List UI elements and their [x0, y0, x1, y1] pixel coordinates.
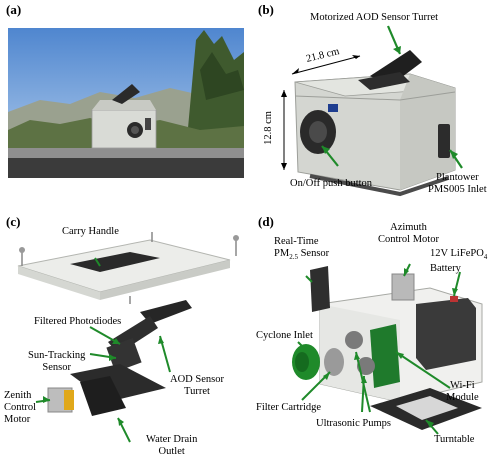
enclosure-drawing — [281, 25, 463, 197]
battery-line2: Battery — [430, 263, 461, 275]
filter-label: Filter Cartridge — [256, 402, 322, 413]
drain-line1: Water Drain — [146, 434, 198, 445]
azimuth-line2: Control Motor — [378, 234, 439, 245]
battery-label: 12V LiFePO4 Battery — [430, 248, 487, 275]
pm-line1: Real-Time — [274, 236, 319, 247]
azimuth-line1: Azimuth — [390, 222, 427, 233]
drain-line2: Outlet — [158, 446, 185, 457]
internals-drawing — [292, 263, 483, 435]
pump-shape-2 — [345, 331, 363, 349]
turntable-label: Turntable — [434, 434, 475, 445]
panel-d: (d) — [250, 212, 500, 458]
wifi-line2: Module — [446, 392, 479, 403]
inlet-shape — [438, 124, 450, 158]
drain-outlet-label: Water Drain Outlet — [146, 434, 197, 458]
sun-tracking-label: Sun-Tracking Sensor — [28, 350, 85, 374]
pm-sensor-shape — [310, 266, 330, 312]
inlet-label-line2: PMS005 Inlet — [428, 184, 487, 195]
azimuth-motor-shape — [391, 273, 415, 301]
panel-b: (b) Motorized AOD Sensor Turret 21.8 cm — [250, 0, 500, 210]
zenith-line2: Control — [4, 402, 37, 413]
sun-tracking-line2: Sensor — [42, 362, 71, 373]
turret-arm-shape — [140, 300, 192, 324]
cyclone-label: Cyclone Inlet — [256, 330, 313, 341]
aod-turret-line1: AOD Sensor — [170, 374, 224, 385]
inlet-label-line1: Plantower — [436, 172, 479, 183]
battery-shape — [416, 298, 476, 370]
lid-exploded-drawing — [17, 232, 239, 443]
panel-b-label: (b) — [258, 2, 274, 17]
panel-c-label: (c) — [6, 214, 21, 229]
pump-shape-1 — [357, 357, 375, 375]
wifi-module-shape — [370, 324, 400, 388]
pm-prefix: PM — [274, 248, 290, 259]
pm-suffix: Sensor — [297, 248, 330, 259]
height-dimension: 12.8 cm — [262, 111, 274, 145]
zenith-line1: Zenith — [4, 390, 32, 401]
turret-label: Motorized AOD Sensor Turret — [310, 12, 439, 23]
panel-a: (a) — [0, 0, 250, 210]
wifi-line1: Wi-Fi — [450, 380, 475, 391]
handle-shape — [70, 252, 160, 272]
inlet-label: Plantower PMS005 Inlet — [428, 172, 487, 196]
battery-line1: 12V LiFePO — [430, 248, 484, 259]
filter-shape — [324, 348, 344, 376]
panel-a-label: (a) — [6, 2, 22, 17]
button-label: On/Off push button — [290, 178, 373, 189]
aod-turret-line2: Turret — [184, 386, 210, 397]
panel-c: (c) Carry Handle — [0, 212, 250, 458]
sun-tracking-line1: Sun-Tracking — [28, 350, 86, 361]
zenith-motor-label: Zenith Control Motor — [4, 390, 36, 426]
aod-turret-label: AOD Sensor Turret — [170, 374, 224, 398]
wifi-label: Wi-Fi Module — [446, 380, 479, 404]
photodiodes-label: Filtered Photodiodes — [34, 316, 122, 327]
battery-subscript: 4 — [483, 253, 488, 262]
handle-label: Carry Handle — [62, 226, 119, 237]
pumps-label: Ultrasonic Pumps — [316, 418, 391, 429]
pm-sensor-label: Real-Time PM2.5 Sensor — [274, 236, 329, 263]
azimuth-motor-label: Azimuth Control Motor — [378, 222, 439, 246]
panel-d-label: (d) — [258, 214, 274, 229]
pm-subscript: 2.5 — [289, 253, 298, 262]
zenith-line3: Motor — [4, 414, 31, 425]
field-photo — [8, 28, 244, 178]
